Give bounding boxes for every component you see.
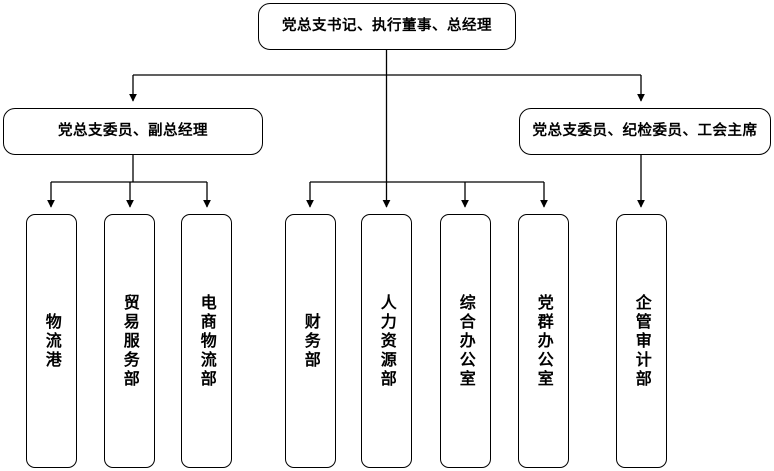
node-department-logistics-port-label: 物流港 bbox=[42, 312, 62, 370]
node-department-enterprise-audit[interactable]: 企管审计部 bbox=[616, 214, 667, 468]
node-deputy-manager[interactable]: 党总支委员、副总经理 bbox=[3, 108, 263, 155]
node-department-party-mass-office-label: 党群办公室 bbox=[534, 293, 554, 389]
node-department-human-resources[interactable]: 人力资源部 bbox=[361, 214, 412, 468]
node-department-general-office[interactable]: 综合办公室 bbox=[440, 214, 491, 468]
node-department-human-resources-label: 人力资源部 bbox=[377, 293, 397, 389]
node-department-trade-service-label: 贸易服务部 bbox=[120, 293, 140, 389]
node-discipline-union-chair-label: 党总支委员、纪检委员、工会主席 bbox=[532, 122, 758, 139]
node-department-logistics-port[interactable]: 物流港 bbox=[26, 214, 77, 468]
node-department-finance[interactable]: 财务部 bbox=[285, 214, 336, 468]
node-deputy-manager-label: 党总支委员、副总经理 bbox=[58, 122, 208, 139]
node-department-ecommerce-logistics-label: 电商物流部 bbox=[197, 293, 217, 389]
node-department-party-mass-office[interactable]: 党群办公室 bbox=[518, 214, 569, 468]
node-department-enterprise-audit-label: 企管审计部 bbox=[632, 293, 652, 389]
node-top-leader[interactable]: 党总支书记、执行董事、总经理 bbox=[258, 3, 516, 50]
node-department-ecommerce-logistics[interactable]: 电商物流部 bbox=[181, 214, 232, 468]
node-department-trade-service[interactable]: 贸易服务部 bbox=[104, 214, 155, 468]
node-discipline-union-chair[interactable]: 党总支委员、纪检委员、工会主席 bbox=[519, 108, 771, 155]
node-top-leader-label: 党总支书记、执行董事、总经理 bbox=[282, 17, 492, 34]
node-department-finance-label: 财务部 bbox=[301, 312, 321, 370]
node-department-general-office-label: 综合办公室 bbox=[456, 293, 476, 389]
